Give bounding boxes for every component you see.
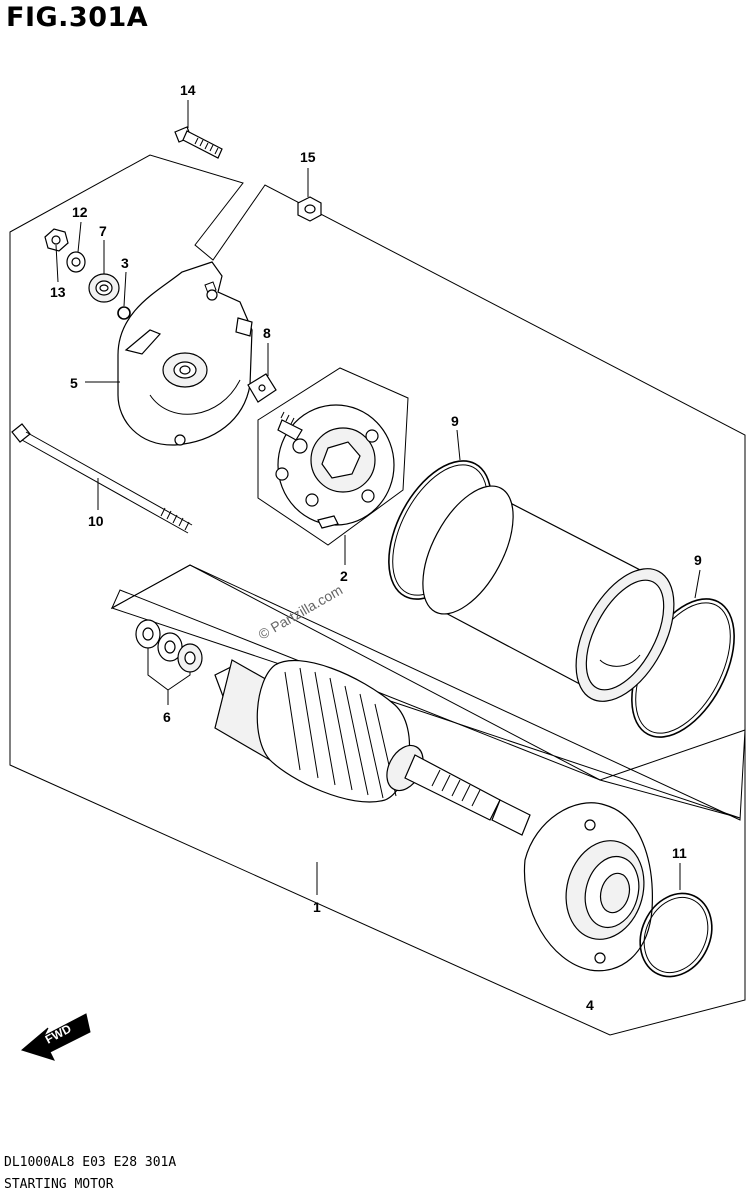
watermark-text: © Partzilla.com: [256, 582, 346, 643]
callout-8: 8: [263, 325, 271, 341]
armature-group-line: [110, 564, 741, 819]
clip-8: [247, 373, 277, 403]
callout-2: 2: [340, 568, 348, 584]
front-cover-4: [523, 802, 653, 972]
callout-labels: 14 15 12 7 3 13 5 8 9 2 9 10 6 1 11 4: [50, 82, 702, 1013]
callout-10: 10: [88, 513, 104, 529]
callout-9a: 9: [451, 413, 459, 429]
callout-13: 13: [50, 284, 66, 300]
callout-5: 5: [70, 375, 78, 391]
callout-12: 12: [72, 204, 88, 220]
nut-15: [297, 196, 322, 222]
callout-9b: 9: [694, 552, 702, 568]
callout-15: 15: [300, 149, 316, 165]
callout-4: 4: [586, 997, 594, 1013]
footer-code: DL1000AL8 E03 E28 301A: [4, 1155, 177, 1170]
assembly-outline: [9, 154, 746, 1036]
fwd-arrow-icon: FWD: [20, 1013, 91, 1061]
callout-3: 3: [121, 255, 129, 271]
brush-holder-2: [275, 404, 395, 529]
callout-14: 14: [180, 82, 196, 98]
callout-11: 11: [672, 845, 687, 861]
callout-7: 7: [99, 223, 107, 239]
callout-6: 6: [163, 709, 171, 725]
leader-lines: [55, 100, 701, 895]
outer-assembly-box: [9, 154, 746, 1036]
brush-holder-box: [257, 367, 409, 546]
figure-title: FIG.301A: [6, 2, 149, 33]
rear-housing-5: [117, 261, 253, 446]
o-ring-11: [639, 892, 713, 978]
washers-6: [135, 619, 203, 673]
long-bolt-10: [11, 423, 193, 534]
callout-1: 1: [313, 899, 321, 915]
armature-1: [214, 659, 531, 836]
small-parts-12-13-7-3: [44, 228, 131, 320]
footer-name: STARTING MOTOR: [4, 1177, 114, 1192]
bolt-14: [174, 126, 223, 159]
yoke-case: [422, 485, 675, 702]
